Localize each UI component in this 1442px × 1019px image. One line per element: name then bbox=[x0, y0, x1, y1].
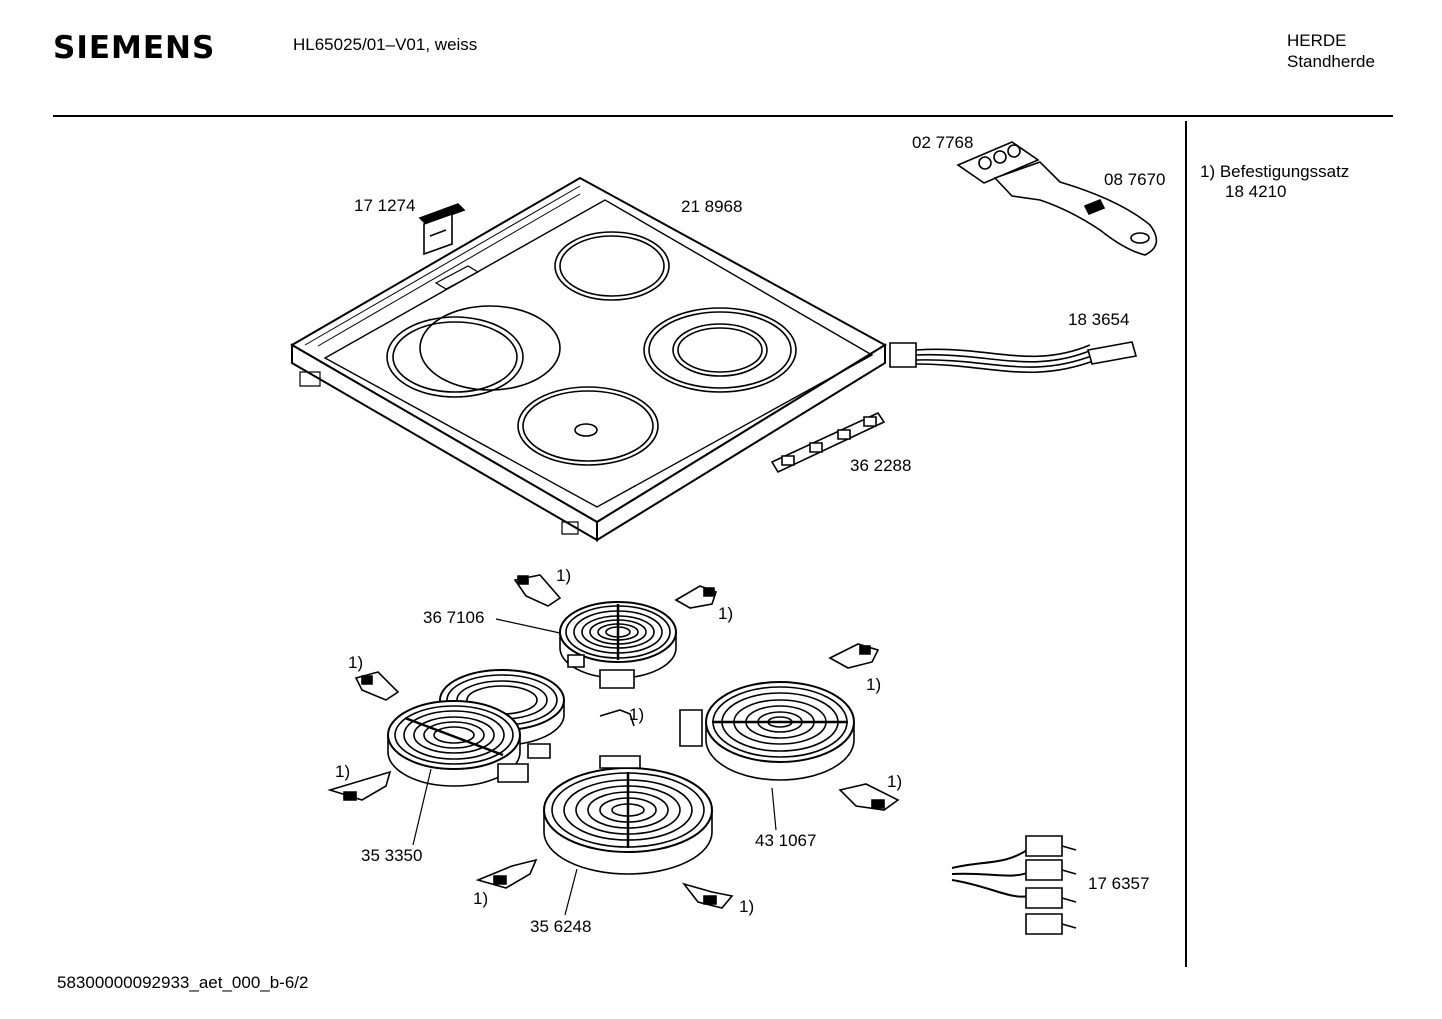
footnote-legend-line-1: 1) Befestigungssatz bbox=[1200, 162, 1350, 181]
document-id: 58300000092933_aet_000_b-6/2 bbox=[57, 973, 309, 992]
footnote-legend: 1) Befestigungssatz 18 4210 bbox=[1200, 162, 1349, 202]
footnote-ref: 1) bbox=[739, 897, 755, 916]
footnote-ref: 1) bbox=[556, 566, 572, 585]
clip-part-171274 bbox=[420, 204, 464, 254]
cooking-zone-rings bbox=[387, 232, 796, 465]
part-label-353350: 35 3350 bbox=[361, 846, 423, 865]
cooktop-frame bbox=[292, 178, 885, 540]
header-divider bbox=[53, 115, 1393, 117]
part-label-362288: 36 2288 bbox=[850, 456, 912, 475]
leader-lines bbox=[413, 619, 776, 915]
fastening-clips bbox=[330, 575, 898, 908]
category-line-1: HERDE bbox=[1287, 31, 1347, 50]
wiring-harness-183654 bbox=[890, 342, 1136, 372]
part-label-176357: 17 6357 bbox=[1088, 874, 1150, 893]
part-label-183654: 18 3654 bbox=[1068, 310, 1130, 329]
footnote-legend-line-2: 18 4210 bbox=[1225, 182, 1287, 201]
brand-logo: SIEMENS bbox=[53, 30, 216, 66]
category-line-2: Standherde bbox=[1287, 52, 1375, 71]
footnote-ref: 1) bbox=[887, 772, 903, 791]
part-label-431067: 43 1067 bbox=[755, 831, 817, 850]
part-label-087670: 08 7670 bbox=[1104, 170, 1166, 189]
switch-strip-362288 bbox=[772, 413, 884, 472]
footnote-ref: 1) bbox=[718, 604, 734, 623]
part-label-171274: 17 1274 bbox=[354, 196, 416, 215]
footnote-ref: 1) bbox=[629, 705, 645, 724]
sidebar-divider bbox=[1185, 121, 1187, 967]
part-label-356248: 35 6248 bbox=[530, 917, 592, 936]
model-number: HL65025/01–V01, weiss bbox=[293, 35, 478, 54]
part-label-027768: 02 7768 bbox=[912, 133, 974, 152]
part-label-218968: 21 8968 bbox=[681, 197, 743, 216]
footnote-ref: 1) bbox=[473, 889, 489, 908]
part-label-367106: 36 7106 bbox=[423, 608, 485, 627]
footnote-ref: 1) bbox=[866, 675, 882, 694]
appliance-category: HERDE Standherde bbox=[1287, 30, 1375, 72]
heating-element-353350 bbox=[388, 670, 564, 786]
heating-element-431067 bbox=[680, 682, 854, 780]
heating-element-356248 bbox=[544, 756, 712, 874]
bracket-087670 bbox=[995, 162, 1156, 255]
heating-element-367106 bbox=[560, 602, 676, 688]
footnote-ref: 1) bbox=[348, 653, 364, 672]
switch-block-176357 bbox=[952, 836, 1076, 934]
terminal-plate-027768 bbox=[958, 142, 1038, 183]
footnote-ref: 1) bbox=[335, 762, 351, 781]
